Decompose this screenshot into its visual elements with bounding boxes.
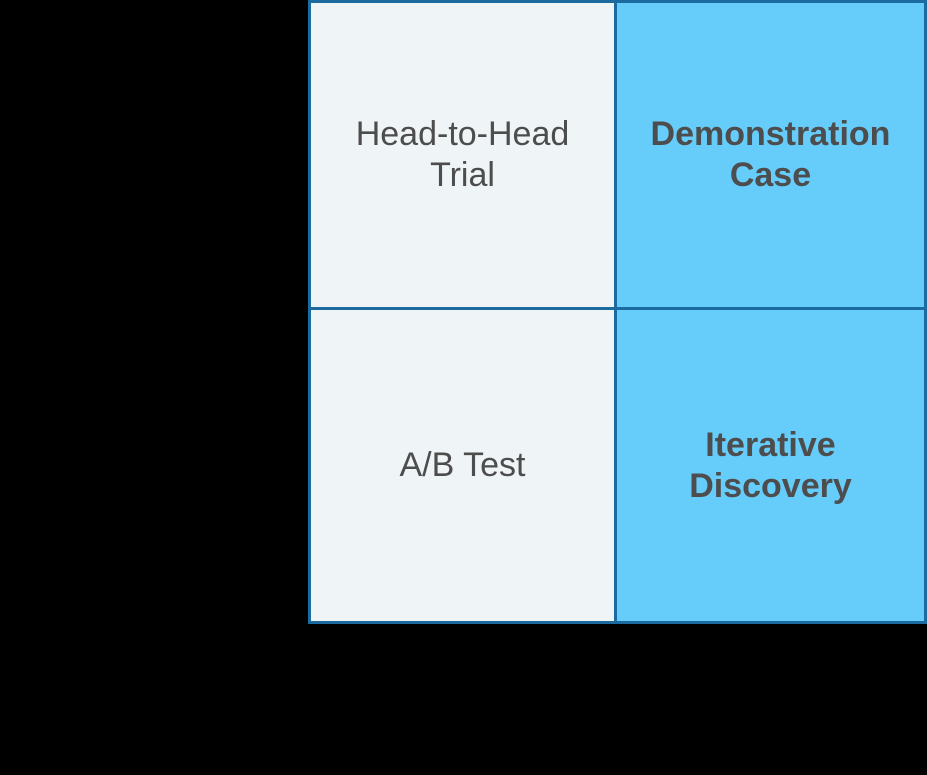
matrix-cell-head-to-head-trial[interactable]: Head-to-Head Trial: [308, 0, 616, 309]
matrix-cell-demonstration-case[interactable]: Demonstration Case: [616, 0, 927, 309]
matrix-cell-ab-test[interactable]: A/B Test: [308, 309, 616, 624]
two-by-two-matrix: Head-to-Head Trial Demonstration Case A/…: [308, 0, 927, 624]
matrix-cell-iterative-discovery[interactable]: Iterative Discovery: [616, 309, 927, 624]
matrix-cell-label: Demonstration Case: [650, 115, 891, 194]
matrix-cell-label: Iterative Discovery: [689, 425, 852, 505]
matrix-cell-label: Head-to-Head Trial: [355, 115, 570, 194]
matrix-cell-label: A/B Test: [399, 446, 526, 484]
